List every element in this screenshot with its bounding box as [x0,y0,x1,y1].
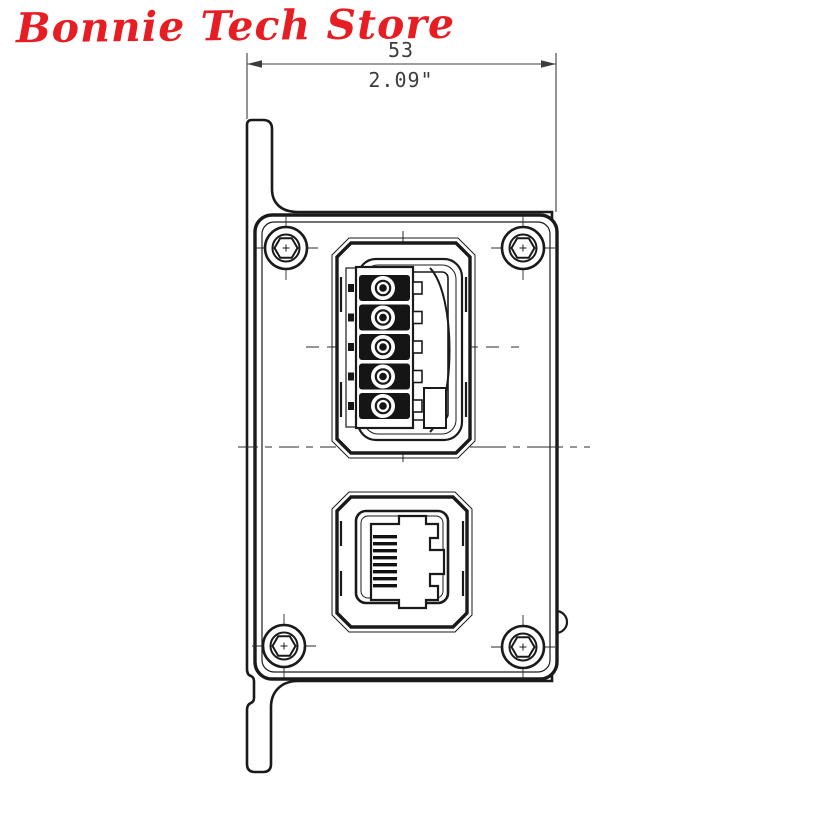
terminal-pin-1 [359,275,423,301]
dimension-value-inch: 2.09" [368,68,433,92]
store-watermark: Bonnie Tech Store [15,0,456,53]
terminal-step [423,387,447,429]
terminal-pin-3 [359,334,423,360]
terminal-pin-4 [359,363,423,390]
rj45-ethernet-jack [331,491,473,633]
terminal-pins [359,275,423,419]
rj45-pins [373,535,397,588]
rj45-bezel-grooves [339,521,465,596]
dimension-arrow-right [541,60,556,68]
dimension-width: 53 2.09" [246,38,557,212]
terminal-pin-5 [359,393,423,419]
terminal-ticks [348,284,354,410]
terminal-bezel-outer-line [331,237,476,459]
terminal-pin-2 [359,304,423,331]
rj45-socket [369,514,446,610]
dimension-value-mm: 53 [388,38,414,62]
terminal-bezel-grooves [339,277,468,417]
rj45-bezel-outer-line [331,491,473,633]
terminal-block-5pin [331,237,476,459]
dimension-arrow-left [247,60,262,68]
